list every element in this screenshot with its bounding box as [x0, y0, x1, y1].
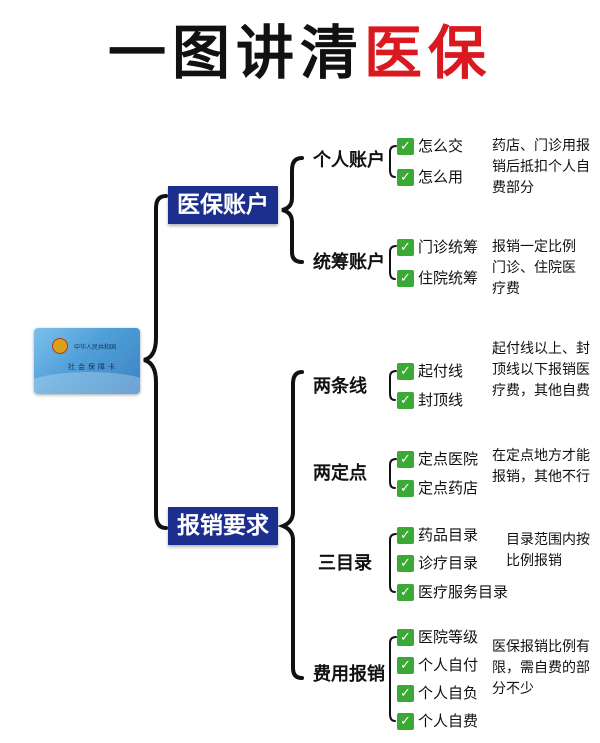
check-icon: ✓ — [397, 554, 414, 572]
group-brace-6 — [389, 636, 397, 722]
group-brace-3 — [389, 370, 397, 401]
branch-medical-account: 医保账户 — [168, 186, 278, 224]
list-item: ✓医疗服务目录 — [397, 582, 508, 602]
check-icon: ✓ — [397, 684, 414, 702]
list-item: ✓诊疗目录 — [397, 553, 478, 573]
group-label-pooled-account: 统筹账户 — [313, 252, 385, 273]
check-icon: ✓ — [397, 479, 414, 497]
group-label-personal-account: 个人账户 — [313, 150, 385, 171]
check-icon: ✓ — [397, 450, 414, 468]
list-item: ✓个人自费 — [397, 711, 478, 731]
list-item: ✓起付线 — [397, 361, 463, 381]
note-two-designated: 在定点地方才能报销，其他不行 — [492, 448, 590, 485]
group-label-cost-reimbursement: 费用报销 — [313, 664, 385, 685]
list-item: ✓怎么交 — [397, 136, 463, 156]
list-item: ✓医院等级 — [397, 627, 478, 647]
note-personal-account: 药店、门诊用报销后抵扣个人自费部分 — [492, 138, 590, 196]
group-label-two-designated: 两定点 — [313, 463, 367, 484]
card-issuer: 中华人民共和国 — [74, 344, 117, 351]
check-icon: ✓ — [397, 391, 414, 409]
list-item: ✓定点医院 — [397, 449, 478, 469]
note-cost-reimbursement: 医保报销比例有限，需自费的部分不少 — [492, 639, 590, 697]
branch-reimbursement: 报销要求 — [168, 507, 278, 545]
root-brace — [143, 194, 168, 530]
check-icon: ✓ — [397, 362, 414, 380]
check-icon: ✓ — [397, 238, 414, 256]
group-brace-2 — [389, 245, 397, 280]
title-highlight: 医保 — [364, 19, 493, 87]
note-three-catalogs: 目录范围内按比例报销 — [506, 532, 590, 569]
national-emblem-icon — [52, 338, 68, 354]
social-security-card: 中华人民共和国 社会保障卡 — [34, 328, 140, 394]
list-item: ✓个人自付 — [397, 655, 478, 675]
check-icon: ✓ — [397, 168, 414, 186]
note-pooled-account: 报销一定比例门诊、住院医疗费 — [492, 239, 576, 297]
group-brace-5 — [389, 533, 397, 593]
check-icon: ✓ — [397, 583, 414, 601]
list-item: ✓药品目录 — [397, 525, 478, 545]
list-item: ✓住院统筹 — [397, 268, 478, 288]
list-item: ✓封顶线 — [397, 390, 463, 410]
check-icon: ✓ — [397, 269, 414, 287]
check-icon: ✓ — [397, 656, 414, 674]
list-item: ✓个人自负 — [397, 683, 478, 703]
card-name: 社会保障卡 — [68, 363, 118, 371]
check-icon: ✓ — [397, 712, 414, 730]
account-brace — [281, 156, 304, 264]
card-wave — [34, 372, 140, 394]
check-icon: ✓ — [397, 526, 414, 544]
check-icon: ✓ — [397, 628, 414, 646]
group-brace-4 — [389, 458, 397, 489]
page-title: 一图讲清医保 — [0, 18, 600, 88]
title-main: 一图讲清 — [107, 19, 364, 87]
reimburse-brace — [277, 370, 304, 680]
list-item: ✓门诊统筹 — [397, 237, 478, 257]
group-brace-1 — [389, 145, 397, 178]
list-item: ✓定点药店 — [397, 478, 478, 498]
list-item: ✓怎么用 — [397, 167, 463, 187]
note-two-lines: 起付线以上、封顶线以下报销医疗费，其他自费 — [492, 341, 590, 399]
check-icon: ✓ — [397, 137, 414, 155]
group-label-three-catalogs: 三目录 — [318, 553, 372, 574]
group-label-two-lines: 两条线 — [313, 376, 367, 397]
